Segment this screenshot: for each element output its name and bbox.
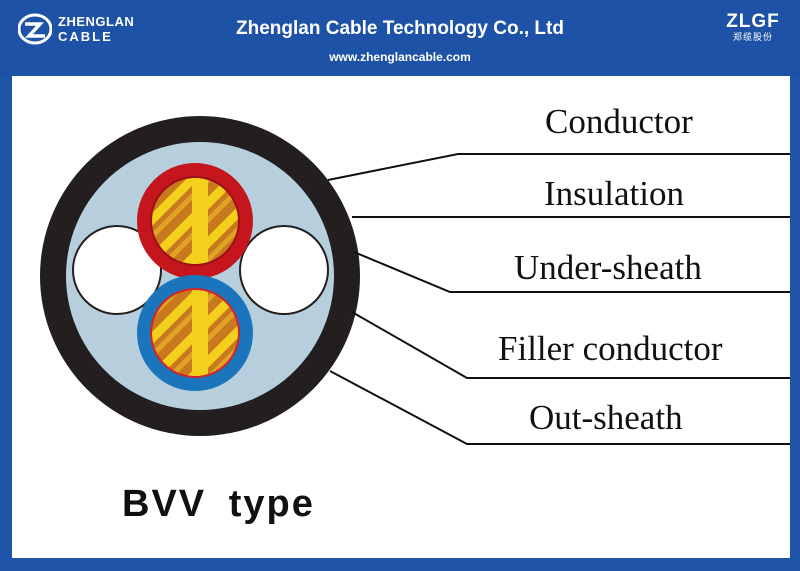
label-insulation: Insulation — [544, 174, 684, 213]
leader-under-sheath — [353, 251, 790, 293]
logo-text-zhenglan: ZHENGLAN — [58, 14, 135, 29]
label-under-sheath: Under-sheath — [514, 248, 702, 287]
logo-text-cable: CABLE — [58, 29, 113, 44]
filler-left — [72, 225, 162, 315]
website-link[interactable]: www.zhenglancable.com — [329, 50, 471, 64]
header-bar: ZHENGLAN CABLE Zhenglan Cable Technology… — [0, 0, 800, 76]
leader-out-sheath — [329, 370, 790, 445]
company-logo[interactable]: ZHENGLAN CABLE — [18, 12, 138, 48]
label-filler-conductor: Filler conductor — [498, 329, 723, 368]
filler-right — [239, 225, 329, 315]
zlgf-logo[interactable]: ZLGF 郑缆股份 — [718, 12, 788, 52]
company-name: Zhenglan Cable Technology Co., Ltd — [236, 18, 564, 39]
brand-chinese: 郑缆股份 — [732, 33, 773, 43]
zl-logo-icon — [18, 13, 52, 45]
leader-conductor — [327, 153, 790, 181]
diagram-panel: Conductor Insulation Under-sheath Filler… — [12, 76, 790, 558]
cable-cross-section-diagram — [40, 116, 790, 445]
label-conductor: Conductor — [545, 102, 693, 141]
cable-type-label: BVV type — [122, 483, 315, 525]
leader-filler — [351, 311, 790, 379]
conductor-top — [152, 178, 238, 264]
brand-mark: ZLGF — [726, 11, 780, 32]
conductor-bottom — [152, 290, 238, 376]
label-out-sheath: Out-sheath — [529, 398, 683, 437]
